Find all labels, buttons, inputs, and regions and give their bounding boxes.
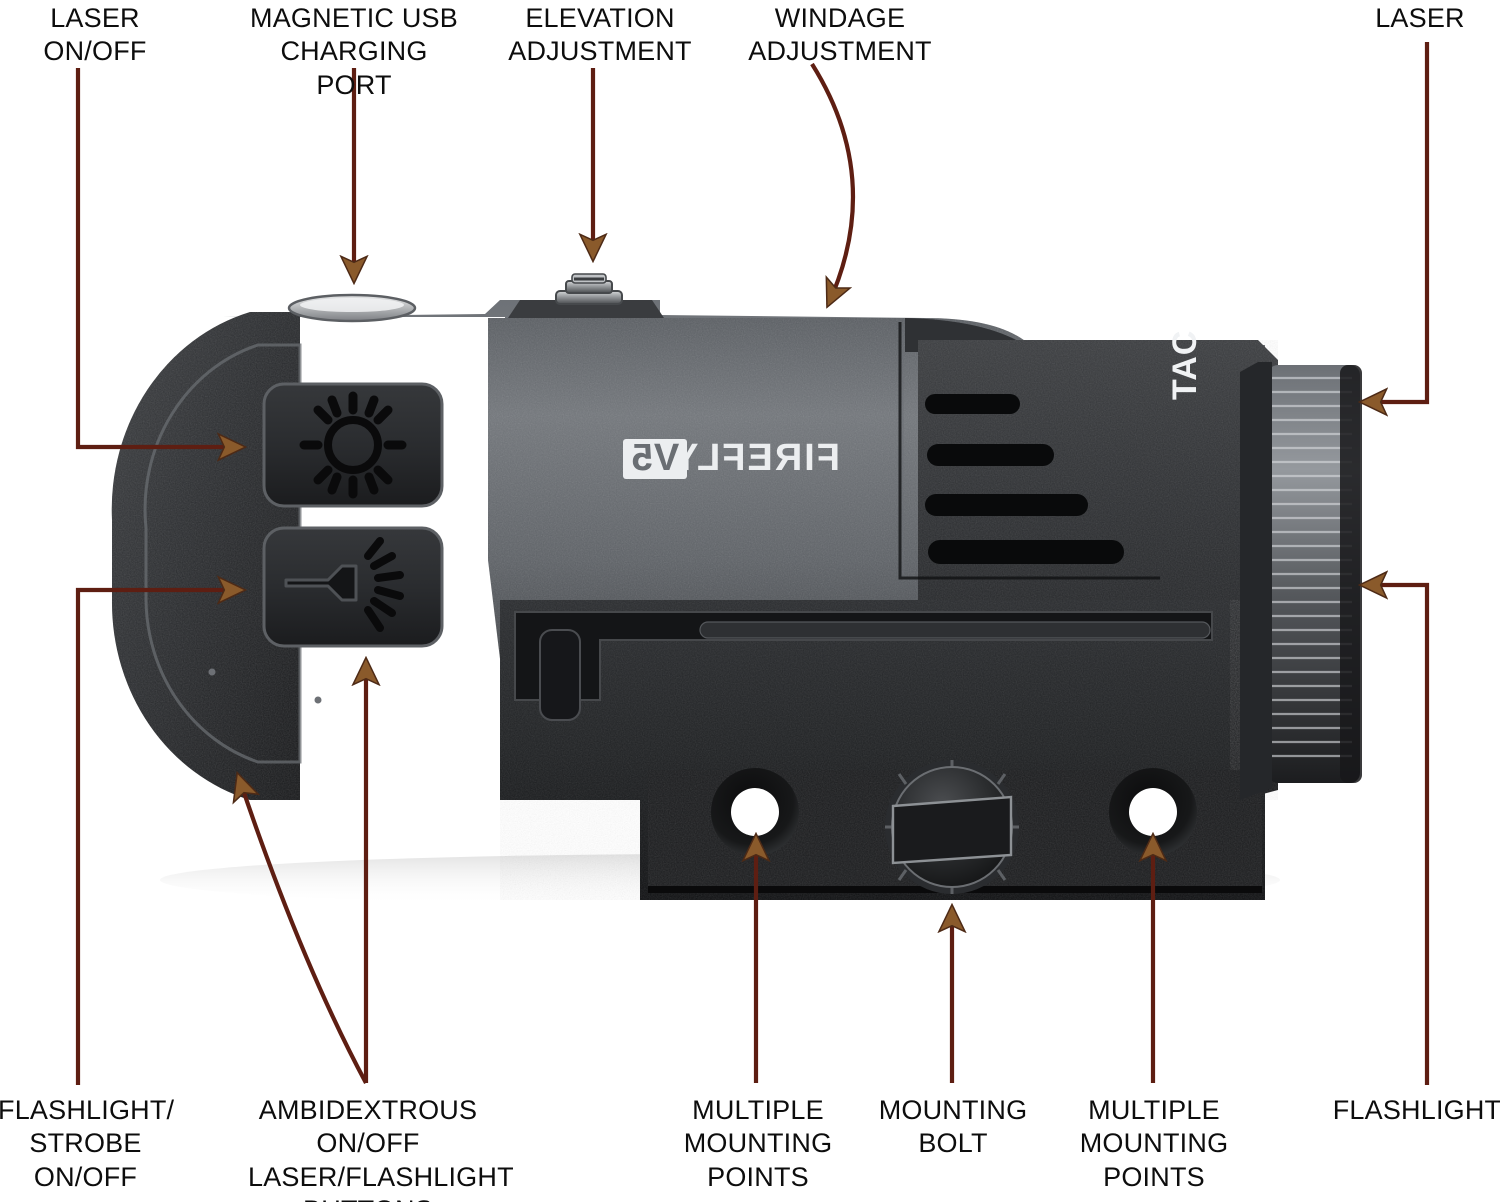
callout-mounting-bolt: MOUNTING BOLT xyxy=(878,1095,1028,1159)
bezel-shoulder xyxy=(1240,362,1272,800)
callout-multiple-mounting-points-right: MULTIPLE MOUNTING POINTS xyxy=(1079,1095,1229,1192)
mounting-hole-right xyxy=(1109,768,1197,856)
leader-flashlight-right xyxy=(1362,585,1430,1085)
svg-text:V5: V5 xyxy=(631,437,679,479)
callout-magnetic-usb-charging-port: MAGNETIC USB CHARGING PORT xyxy=(250,3,458,100)
callout-multiple-mounting-points-left: MULTIPLE MOUNTING POINTS xyxy=(683,1095,833,1192)
side-brand-text: TAC xyxy=(1166,330,1204,400)
rail-tab xyxy=(539,629,581,721)
mounting-bolt[interactable] xyxy=(885,760,1019,894)
knurled-bezel[interactable] xyxy=(1268,365,1362,783)
left-endcap-rim xyxy=(143,343,302,764)
leader-windage xyxy=(810,62,855,305)
endcap-pin-b xyxy=(314,696,322,704)
head-panel-seam xyxy=(898,322,1160,580)
callout-flashlight-right: FLASHLIGHT xyxy=(1332,1095,1500,1125)
bezel-knurl-lines xyxy=(1272,376,1352,758)
svg-text:FIREFLY: FIREFLY xyxy=(671,437,840,479)
elevation-adjustment-screw[interactable] xyxy=(555,273,623,305)
callout-laser-on-off: LASER ON/OFF xyxy=(43,3,147,67)
mounting-hole-left xyxy=(711,768,799,856)
callout-windage-adjustment: WINDAGE ADJUSTMENT xyxy=(748,3,932,67)
product-logo: FIREFLY V5 xyxy=(623,437,840,479)
leader-lines xyxy=(75,42,1430,1085)
elevation-turret-housing xyxy=(508,300,664,318)
magnetic-usb-charging-port[interactable] xyxy=(287,293,417,323)
callout-ambidextrous-buttons: AMBIDEXTROUS ON/OFF LASER/FLASHLIGHT BUT… xyxy=(248,1095,514,1202)
flashlight-button[interactable] xyxy=(262,526,444,648)
callout-elevation-adjustment: ELEVATION ADJUSTMENT xyxy=(508,3,692,67)
leader-laser-right xyxy=(1362,42,1430,402)
laser-button[interactable] xyxy=(262,382,444,508)
endcap-pin-a xyxy=(208,668,216,676)
sun-burst-icon xyxy=(299,391,407,499)
svg-text:TAC: TAC xyxy=(1166,330,1204,400)
rail-highlight-strip xyxy=(699,621,1211,639)
callout-flashlight-strobe-on-off: FLASHLIGHT/ STROBE ON/OFF xyxy=(0,1095,175,1192)
bolt-slot xyxy=(891,795,1013,865)
flashlight-beam-icon xyxy=(284,537,404,632)
leader-laser-onoff xyxy=(75,68,243,447)
vent-slots xyxy=(925,394,1124,564)
leader-flashlight-strobe xyxy=(75,590,243,1085)
callout-laser-right: LASER xyxy=(1375,3,1465,33)
device-illustration: FIREFLY V5 TAC xyxy=(111,273,1362,900)
leader-ambidextrous-curve xyxy=(238,775,368,1084)
